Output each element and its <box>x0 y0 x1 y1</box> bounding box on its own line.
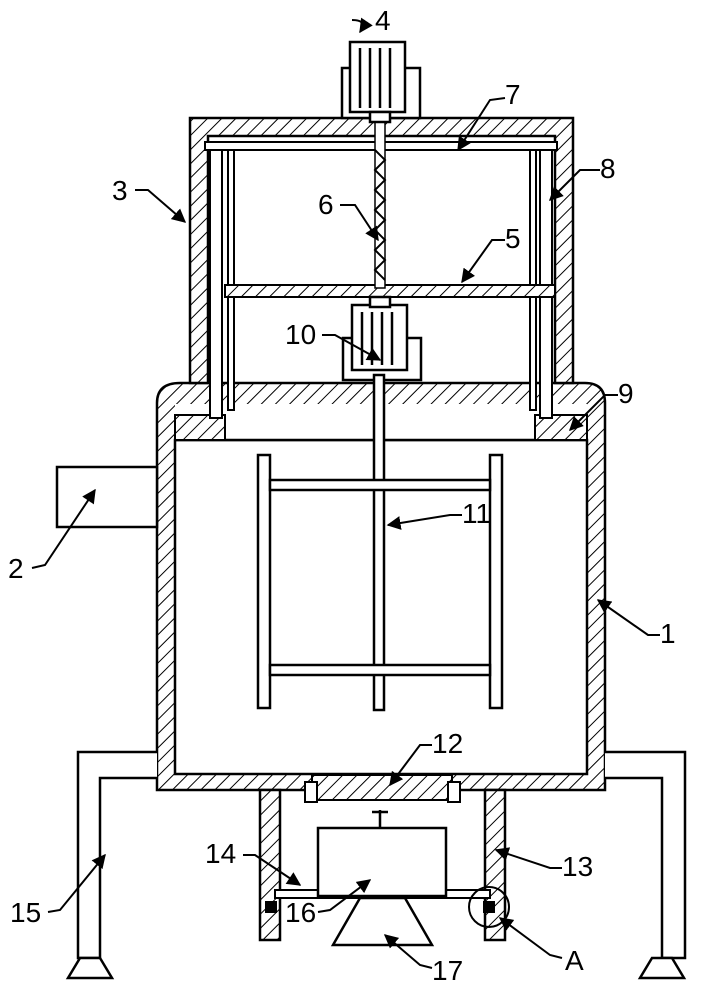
leader-8 <box>549 169 600 201</box>
leader-2 <box>31 488 96 569</box>
leader-15 <box>47 853 106 913</box>
label-16: 16 <box>285 897 316 928</box>
leader-5 <box>461 239 505 284</box>
lead-screw <box>373 117 387 289</box>
label-3: 3 <box>112 175 128 206</box>
leader-12 <box>389 744 432 787</box>
agitator-frame <box>256 453 504 710</box>
label-15: 15 <box>10 897 41 928</box>
stirring-motor <box>341 295 423 382</box>
leader-11 <box>386 514 462 530</box>
callout-numbers: 4 7 8 3 6 5 10 9 2 11 1 12 13 14 15 16 1… <box>8 5 676 986</box>
discharge-plate <box>304 774 461 803</box>
label-17: 17 <box>432 955 463 986</box>
lifting-plate <box>224 284 556 298</box>
leader-13 <box>494 847 562 869</box>
leader-4 <box>351 17 373 34</box>
callouts <box>31 17 660 969</box>
leader-9 <box>569 394 618 431</box>
label-7: 7 <box>505 79 521 110</box>
leader-3 <box>135 189 187 223</box>
label-1: 1 <box>660 618 676 649</box>
leader-14 <box>243 854 302 886</box>
label-9: 9 <box>618 378 634 409</box>
stirring-shaft <box>372 373 386 712</box>
discharge-hopper <box>330 896 435 947</box>
bolt-details <box>265 886 510 928</box>
label-2: 2 <box>8 553 24 584</box>
discharge-motor <box>316 810 448 898</box>
leader-A <box>498 917 563 959</box>
label-14: 14 <box>205 838 236 869</box>
support-legs <box>65 750 687 980</box>
label-11: 11 <box>462 498 491 529</box>
label-8: 8 <box>600 153 616 184</box>
label-5: 5 <box>505 223 521 254</box>
label-12: 12 <box>432 728 463 759</box>
label-6: 6 <box>318 189 334 220</box>
upper-housing <box>188 116 575 385</box>
leader-17 <box>383 934 433 969</box>
label-A: A <box>565 945 584 976</box>
label-13: 13 <box>562 851 593 882</box>
leader-1 <box>596 599 660 636</box>
label-10: 10 <box>285 319 316 350</box>
leader-6 <box>340 204 379 242</box>
feed-inlet <box>55 465 159 529</box>
leader-10 <box>322 334 382 361</box>
leader-7 <box>457 97 506 152</box>
top-motor <box>340 40 422 124</box>
label-4: 4 <box>375 5 391 36</box>
leader-16 <box>317 879 372 913</box>
guide-rods <box>209 147 553 419</box>
